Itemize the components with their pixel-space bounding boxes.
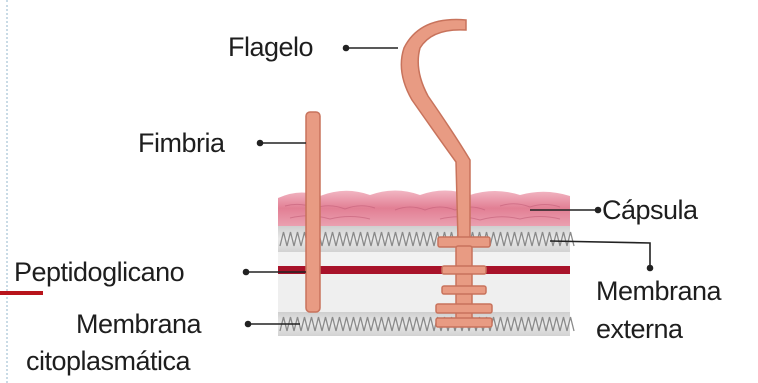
label-fimbria: Fimbria [138,128,225,158]
fimbria [306,112,320,312]
label-membrana-citoplasmatica-line2: citoplasmática [26,346,190,376]
peptidoglycan-layer [278,266,570,274]
label-capsula: Cápsula [602,195,698,225]
label-peptidoglicano: Peptidoglicano [14,257,184,287]
label-membrana-externa-line1: Membrana [596,276,721,306]
label-membrana-externa-line2: externa [596,314,683,344]
periplasm-layer [278,252,570,266]
capsule-layer [278,191,570,227]
periplasm-lower [278,274,570,312]
label-flagelo: Flagelo [228,32,313,62]
label-membrana-citoplasmatica-line1: Membrana [76,309,201,339]
